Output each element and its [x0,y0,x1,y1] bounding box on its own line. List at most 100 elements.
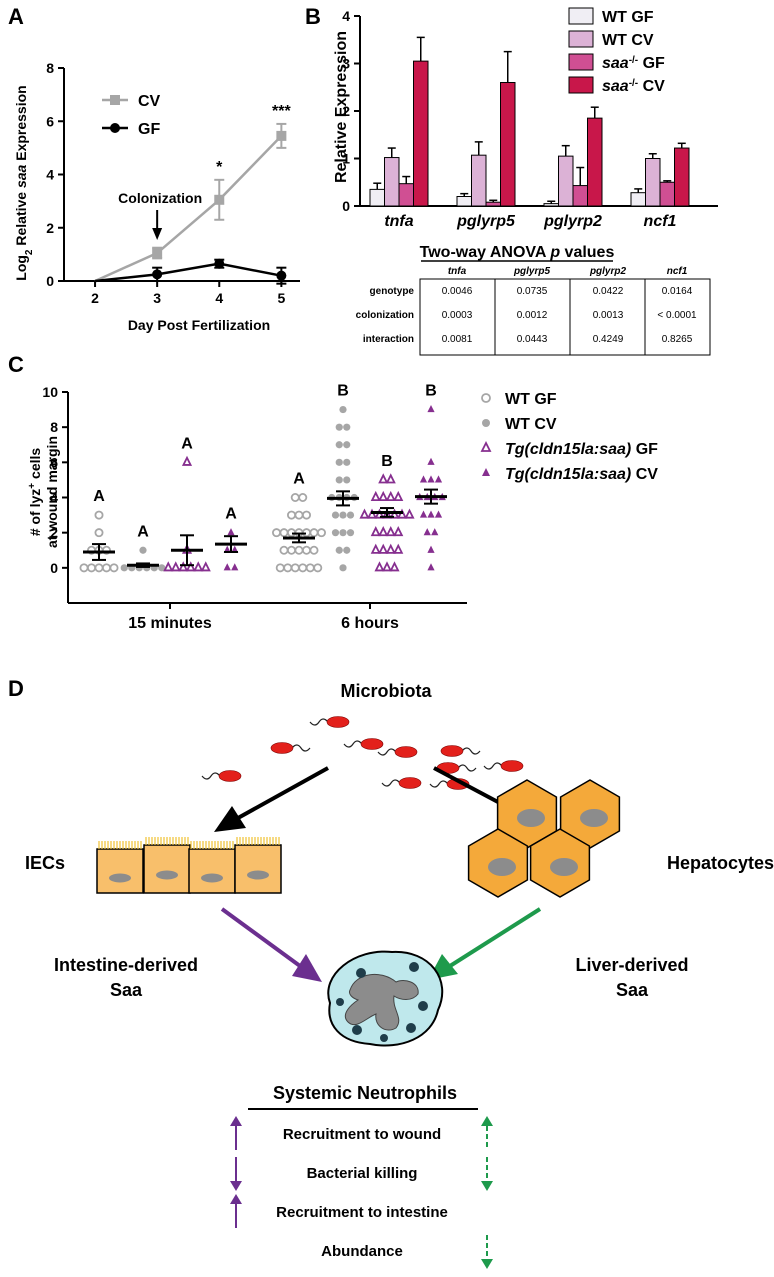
legend-label: Tg(cldn15la:saa) GF [505,441,658,458]
y-tick-label: 10 [42,384,58,400]
effect-label: Bacterial killing [307,1165,418,1182]
data-point [370,543,381,554]
data-point [283,563,293,573]
data-point [434,475,443,483]
group-letter: B [381,453,393,470]
legend-label: Tg(cldn15la:saa) CV [505,466,658,483]
effect-arrow-up-icon [481,1116,493,1126]
data-point [393,526,404,537]
bar [630,192,646,207]
data-point [419,475,428,483]
y-tick-label: 4 [342,8,350,24]
data-point [275,563,285,573]
data-point [331,529,340,537]
panel-a-line-chart: A Log2 Relative saa Expression Day Post … [8,4,300,333]
bacterium-icon [218,770,242,782]
hepatocyte-nucleus [550,858,578,876]
data-point [419,510,428,518]
data-point [339,405,347,414]
group-letter: B [337,383,349,400]
data-point [404,508,415,519]
effect-arrow-up-icon [230,1116,242,1126]
anova-cell: 0.0012 [517,310,548,321]
legend-label: saa-/- CV [602,78,665,96]
bar [384,157,400,207]
anova-row-label: interaction [363,334,414,345]
bacterium-icon [398,777,422,789]
data-point [294,510,304,520]
data-point [305,563,315,573]
data-point [335,546,343,554]
bar [456,196,472,207]
data-point [427,545,435,553]
bacterium-icon [394,746,418,758]
data-point [181,455,193,466]
y-tick-label: 2 [50,525,58,541]
data-point [343,423,351,431]
panel-a-x-axis-label: Day Post Fertilization [128,317,270,333]
hepatocyte-nucleus [488,858,516,876]
data-point [335,458,343,466]
panel-c-label: C [8,352,24,377]
group-letter: A [181,435,193,452]
x-group-label: 15 minutes [128,615,212,632]
data-point [286,510,296,520]
bar [587,117,603,207]
bacterium-flagellum [483,762,503,770]
y-tick-label: 8 [50,419,58,435]
data-point [480,440,492,452]
series-line-CV [94,135,283,283]
significance-marker: *** [272,103,291,120]
data-point [279,545,289,555]
iec-cell [188,848,236,894]
data-point [374,561,385,572]
legend-label-CV: CV [138,93,161,110]
data-point [87,563,97,573]
legend-label: WT GF [505,391,557,408]
data-point [200,561,211,572]
y-tick-label: 6 [46,113,54,129]
data-point [316,528,326,538]
data-point [385,526,396,537]
anova-cell: 0.0164 [662,286,693,297]
group-letter: B [425,383,437,400]
bar [398,183,414,207]
anova-cell: 0.0735 [517,286,548,297]
data-point [482,468,490,476]
data-point [427,510,435,518]
x-tick-label: 4 [215,290,223,306]
data-point [381,561,393,572]
data-point [102,545,112,555]
data-point [94,563,104,573]
data-point [339,529,347,537]
panel-a-label: A [8,4,24,29]
colonization-arrowhead [152,228,163,240]
microbiota-bacteria [201,716,524,790]
data-point [370,526,381,537]
bacterium-icon [270,742,294,754]
iec-cell [234,844,282,894]
bacterium-flagellum [457,764,477,772]
anova-cell: 0.4249 [593,334,624,345]
intestine-saa-arrow [220,907,322,982]
data-point [290,492,300,502]
bacterium-flagellum [381,779,401,787]
x-tick-label: 3 [153,290,161,306]
microbiota-label: Microbiota [340,681,432,701]
data-point [94,528,104,538]
data-point [331,511,340,519]
anova-cell: 0.0422 [593,286,624,297]
legend-swatch [568,53,594,71]
data-point [279,528,289,538]
data-point [223,563,231,571]
iecs-label: IECs [25,853,65,873]
data-point [298,563,308,573]
anova-cell: 0.0003 [442,310,473,321]
hepatocyte-nucleus [580,809,608,827]
data-point [343,546,351,554]
data-point [427,563,435,571]
